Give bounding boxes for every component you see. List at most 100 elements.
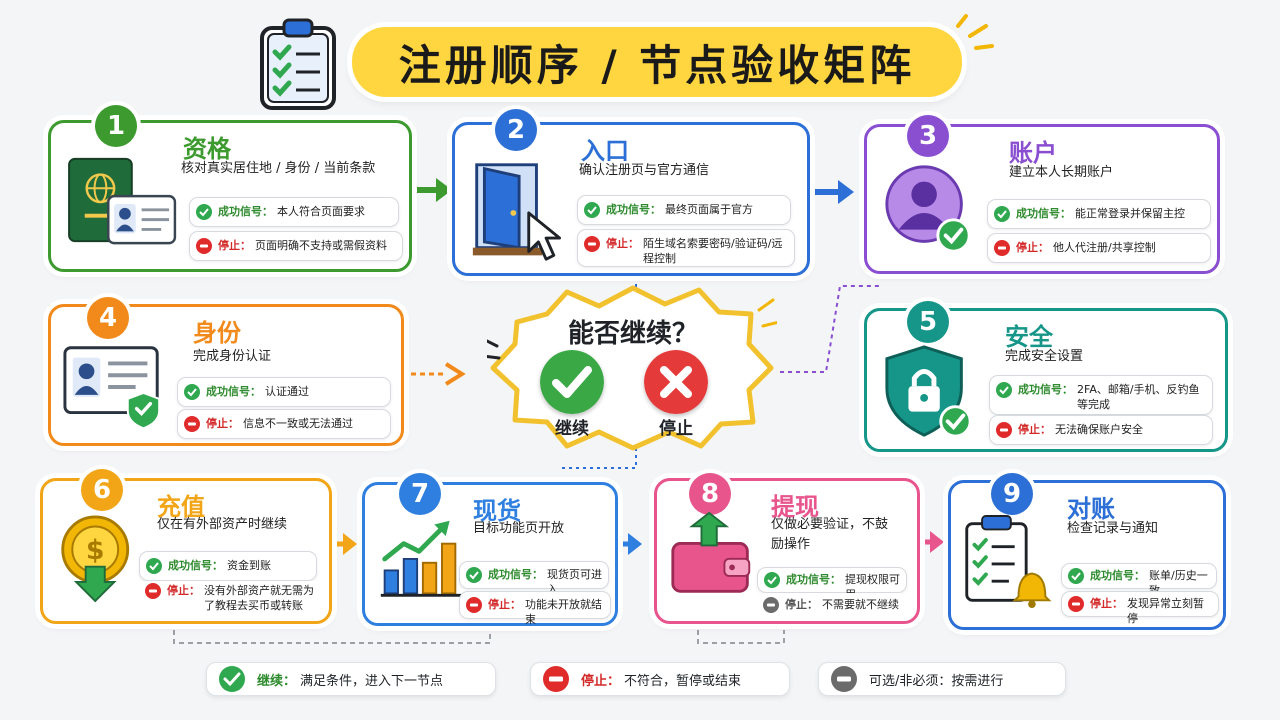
stop-icon [994,240,1010,256]
step-desc: 建立本人长期账户 [1009,165,1114,180]
shield-lock-icon [885,345,972,438]
step-desc: 核对真实居住地 / 身份 / 当前条款 [181,161,376,176]
step-badge: 9 [991,473,1033,515]
optional-label: 停止： [785,598,818,611]
success-signal: 成功信号： 认证通过 [177,377,391,407]
dash-loop-6-7 [173,630,491,644]
stop-signal: 停止： 无法确保账户安全 [989,415,1213,445]
stop-label: 停止： [606,237,639,250]
stop-icon [584,236,600,252]
step-title: 现货 [473,497,521,525]
step-desc: 完成身份认证 [193,349,272,364]
checklist-bell-icon [965,515,1052,608]
success-label: 成功信号： [206,385,261,398]
wallet-icon [671,511,751,593]
stop-icon [996,422,1012,438]
step-title: 账户 [1009,139,1057,167]
svg-text:$: $ [86,535,105,566]
page-title: 注册顺序 / 节点验收矩阵 [398,40,916,90]
success-label: 成功信号： [488,568,543,581]
check-circle-icon [584,202,600,218]
check-circle-icon [146,558,162,574]
optional-signal: 停止： 不需要就不继续 [757,593,907,619]
step-title: 资格 [183,135,231,163]
clipboard-checklist-icon [260,18,336,110]
stop-label: 停止： [206,417,239,430]
step-title: 充值 [157,493,205,521]
step-badge: 5 [907,301,949,343]
stop-label: 停止： [167,584,200,597]
check-circle-icon [996,382,1012,398]
success-signal: 成功信号： 本人符合页面要求 [189,197,399,227]
stop-icon [196,238,212,254]
continue-check-icon [540,350,604,414]
step-badge: 8 [689,473,731,515]
success-label: 成功信号： [606,203,661,216]
success-signal: 成功信号： 资金到账 [139,551,317,581]
stop-signal: 停止： 功能未开放就结束 [459,591,611,626]
success-label: 成功信号： [786,573,841,586]
continue-label: 继续 [555,419,589,439]
step-badge: 7 [399,473,441,515]
user-check-icon [885,165,971,253]
page-title-banner: 注册顺序 / 节点验收矩阵 [352,27,962,97]
coin-arrow-icon: $ [61,515,130,603]
success-signal: 成功信号： 账单/历史一致 [1061,563,1217,597]
legend-stop-label: 停止： [581,673,621,689]
success-label: 成功信号： [218,205,273,218]
success-text: 本人符合页面要求 [277,205,365,218]
stop-label: 停止： [488,598,521,611]
stop-x-icon [644,350,708,414]
step-desc: 确认注册页与官方通信 [579,163,710,178]
success-label: 成功信号： [1090,569,1145,582]
stop-icon [543,666,569,692]
success-text: 账单/历史一致 [1149,569,1208,597]
decision-starburst [487,285,777,451]
step-card-5: 5 安全 完成安全设置 成功信号： 2FA、邮箱/手机、反钓鱼等完成 停止： 无… [864,301,1228,452]
stop-icon [145,583,161,599]
door-cursor-icon [472,163,562,261]
step-desc: 目标功能页开放 [473,521,565,536]
passport-id-icon [68,157,177,245]
step-badge: 1 [95,105,137,147]
stop-text: 陌生域名索要密码/验证码/远程控制 [643,237,783,265]
step-desc: 检查记录与通知 [1067,521,1159,536]
success-signal: 成功信号： 现货页可进入 [459,561,609,596]
step-title: 安全 [1005,323,1053,351]
stop-text: 功能未开放就结束 [525,598,602,626]
check-circle-icon [196,204,212,220]
stop-icon [1068,596,1084,612]
success-text: 能正常登录并保留主控 [1075,207,1185,220]
legend-stop-text: 不符合，暂停或结束 [624,673,742,689]
check-circle-icon [184,384,200,400]
step-desc: 完成安全设置 [1005,349,1084,364]
step-card-3: 3 账户 建立本人长期账户 成功信号： 能正常登录并保留主控 停止： 他人代注册… [864,115,1220,274]
stop-label: 停止： [1016,241,1049,254]
stop-label: 停止： [1018,423,1051,436]
minus-circle-icon [831,666,857,692]
legend-continue-text: 满足条件，进入下一节点 [300,673,444,689]
stop-signal: 停止： 陌生域名索要密码/验证码/远程控制 [577,229,795,267]
stop-signal: 停止： 他人代注册/共享控制 [987,233,1211,263]
step-card-7: 7 现货 目标功能页开放 成功信号： 现货页可进入 停止： 功能未开放就结束 [362,473,618,626]
stop-text: 信息不一致或无法通过 [243,417,353,430]
sparkle-icon [956,14,994,50]
check-circle-icon [466,567,482,583]
id-card-shield-icon [63,346,161,430]
step-card-2: 2 入口 确认注册页与官方通信 成功信号： 最终页面属于官方 停止： 陌生域名索… [452,109,810,276]
stop-label: 停止： [218,239,251,252]
legend-continue: 继续： 满足条件，进入下一节点 [206,662,496,696]
stop-icon [184,416,200,432]
step-badge: 4 [87,297,129,339]
stop-label: 停止： [1090,597,1123,610]
step-card-1: 1 资格 核对真实居住地 / 身份 / 当前条款 成功信号： 本人符合页面要求 … [48,105,412,272]
success-text: 2FA、邮箱/手机、反钓鱼等完成 [1077,383,1200,411]
stop-signal: 停止： 信息不一致或无法通过 [177,409,391,439]
success-text: 认证通过 [265,385,309,398]
decision-question: 能否继续？ [567,319,698,349]
check-circle-icon [994,206,1010,222]
step-desc: 仅在有外部资产时继续 [157,517,288,532]
check-circle-icon [219,666,245,692]
stop-label: 停止 [659,419,693,439]
stop-icon [466,597,482,613]
